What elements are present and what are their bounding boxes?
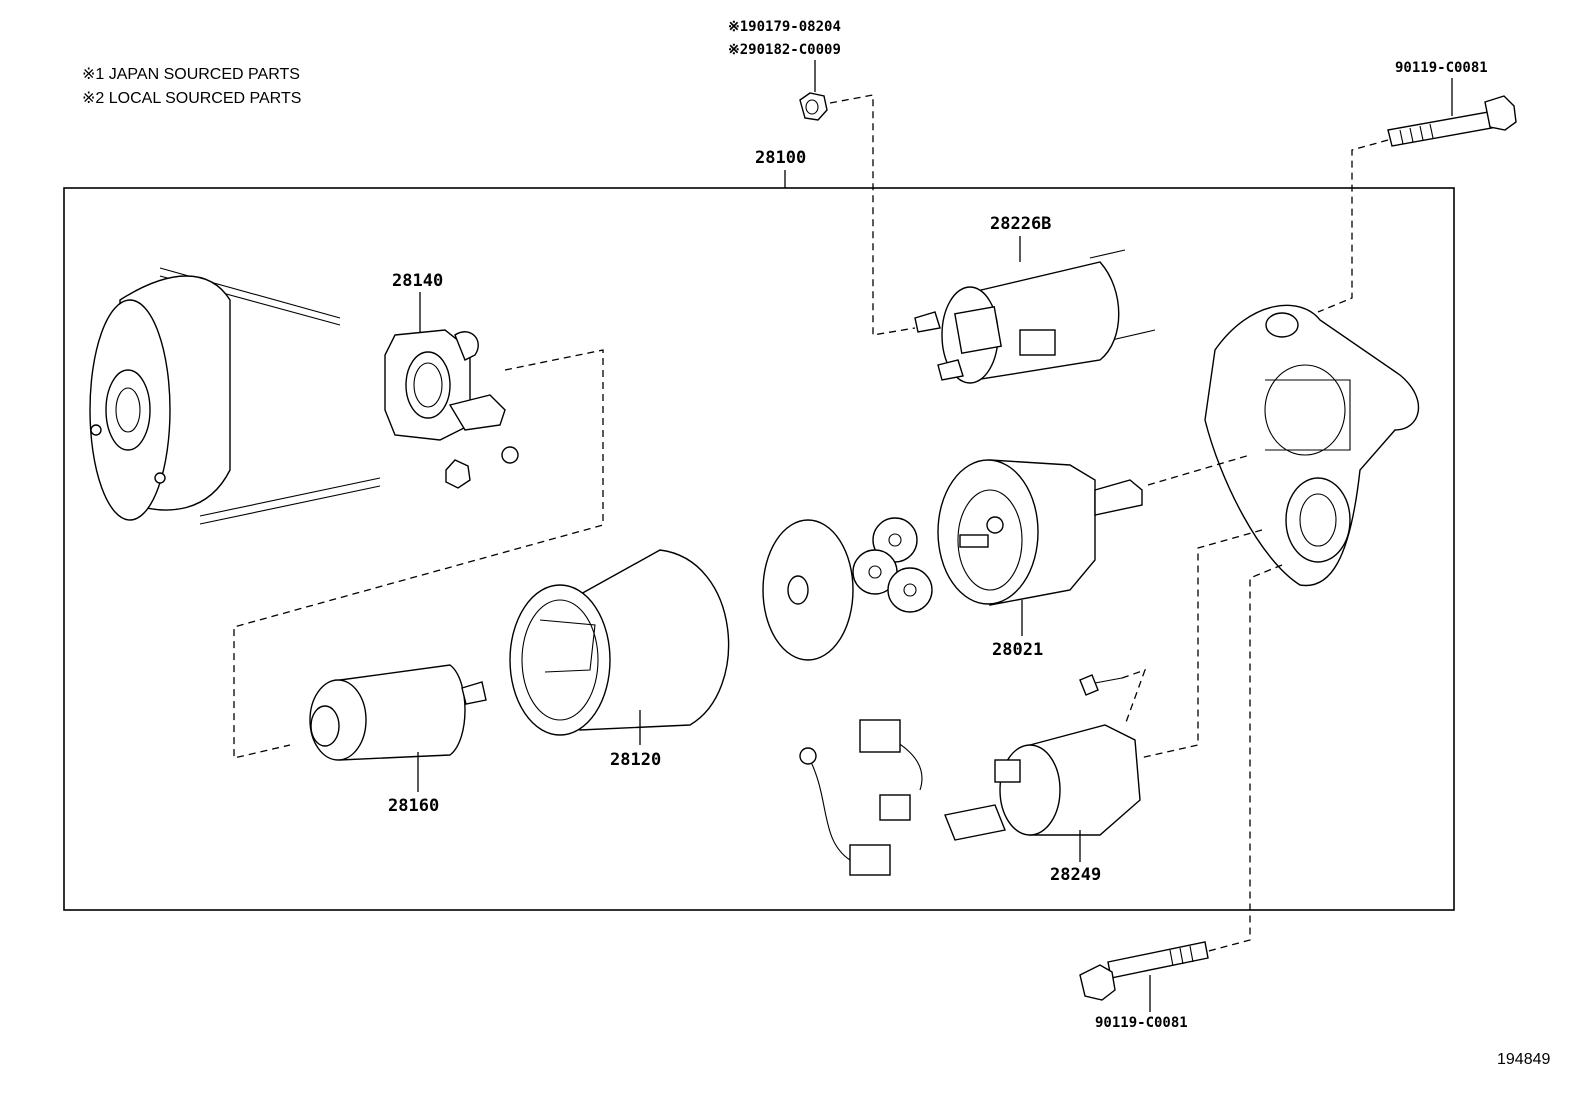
label-bolt-top[interactable]: 90119-C0081 [1395,60,1488,76]
assembly-frame [63,187,1455,911]
armature-icon [309,664,487,761]
clutch-icon [937,459,1143,606]
solenoid-switch-icon [914,249,1156,384]
note-japan-sourced: ※1 JAPAN SOURCED PARTS [82,66,300,83]
diagram-id: 194849 [1497,1051,1550,1068]
planetary-plate-icon [762,519,854,661]
clutch-dash-line [1147,454,1251,486]
label-armature[interactable]: 28160 [388,796,439,816]
bolt-top-dash-line [1317,139,1389,313]
screw-icon [1079,674,1123,696]
bolt-top-icon [1387,95,1517,147]
magnet-switch-icon [944,724,1141,841]
drive-housing-icon [1204,304,1420,587]
label-yoke[interactable]: 28120 [610,750,661,770]
yoke-icon [509,549,730,736]
end-frame-icon [89,267,381,525]
brush-holder-icon [384,329,519,489]
switch-dash-line [1139,529,1263,759]
screw-dash-line [1121,668,1147,726]
bolt-bottom-dash-line [1204,564,1283,953]
bolt-bottom-icon [1079,941,1209,1001]
label-assembly[interactable]: 28100 [755,148,806,168]
label-solenoid-switch[interactable]: 28226B [990,214,1051,234]
lead-wire-icon [799,719,923,876]
label-nut-ref-1[interactable]: ※190179-08204 [728,19,841,35]
label-clutch[interactable]: 28021 [992,640,1043,660]
note-local-sourced: ※2 LOCAL SOURCED PARTS [82,90,301,107]
label-lead-switch[interactable]: 28249 [1050,865,1101,885]
label-bolt-bottom[interactable]: 90119-C0081 [1095,1015,1188,1031]
label-nut-ref-2[interactable]: ※290182-C0009 [728,42,841,58]
planetary-gears-icon [852,517,933,613]
brush-dash-line [233,349,604,759]
nut-icon [799,92,828,121]
nut-dash-line [829,94,916,336]
label-brush-holder[interactable]: 28140 [392,271,443,291]
